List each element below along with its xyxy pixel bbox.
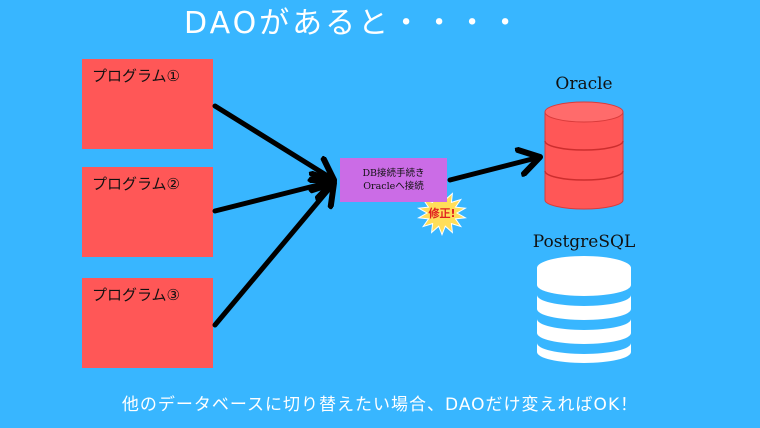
footer-caption: 他のデータベースに切り替えたい場合、DAOだけ変えればOK！ xyxy=(121,395,639,415)
oracle-database-icon xyxy=(544,101,624,210)
program-label: プログラム② xyxy=(92,175,180,193)
program-box-1: プログラム① xyxy=(82,59,213,149)
dao-line-2: Oracleへ接続 xyxy=(363,181,424,192)
oracle-label: Oracle xyxy=(555,74,613,94)
arrow-program3-to-dao xyxy=(212,183,334,328)
fix-badge-starburst xyxy=(417,190,467,236)
arrow-dao-to-oracle xyxy=(447,157,540,183)
program-label: プログラム③ xyxy=(92,286,180,304)
program-box-2: プログラム② xyxy=(82,167,213,257)
dao-box: DB接続手続き Oracleへ接続 xyxy=(340,158,447,202)
postgresql-database-icon xyxy=(537,256,631,363)
postgresql-label: PostgreSQL xyxy=(532,232,636,252)
arrow-program1-to-dao xyxy=(212,103,334,180)
program-label: プログラム① xyxy=(92,67,180,85)
dao-line-1: DB接続手続き xyxy=(362,168,425,179)
slide-title: DAOがあると・・・・ xyxy=(184,6,524,41)
program-box-3: プログラム③ xyxy=(82,278,213,368)
